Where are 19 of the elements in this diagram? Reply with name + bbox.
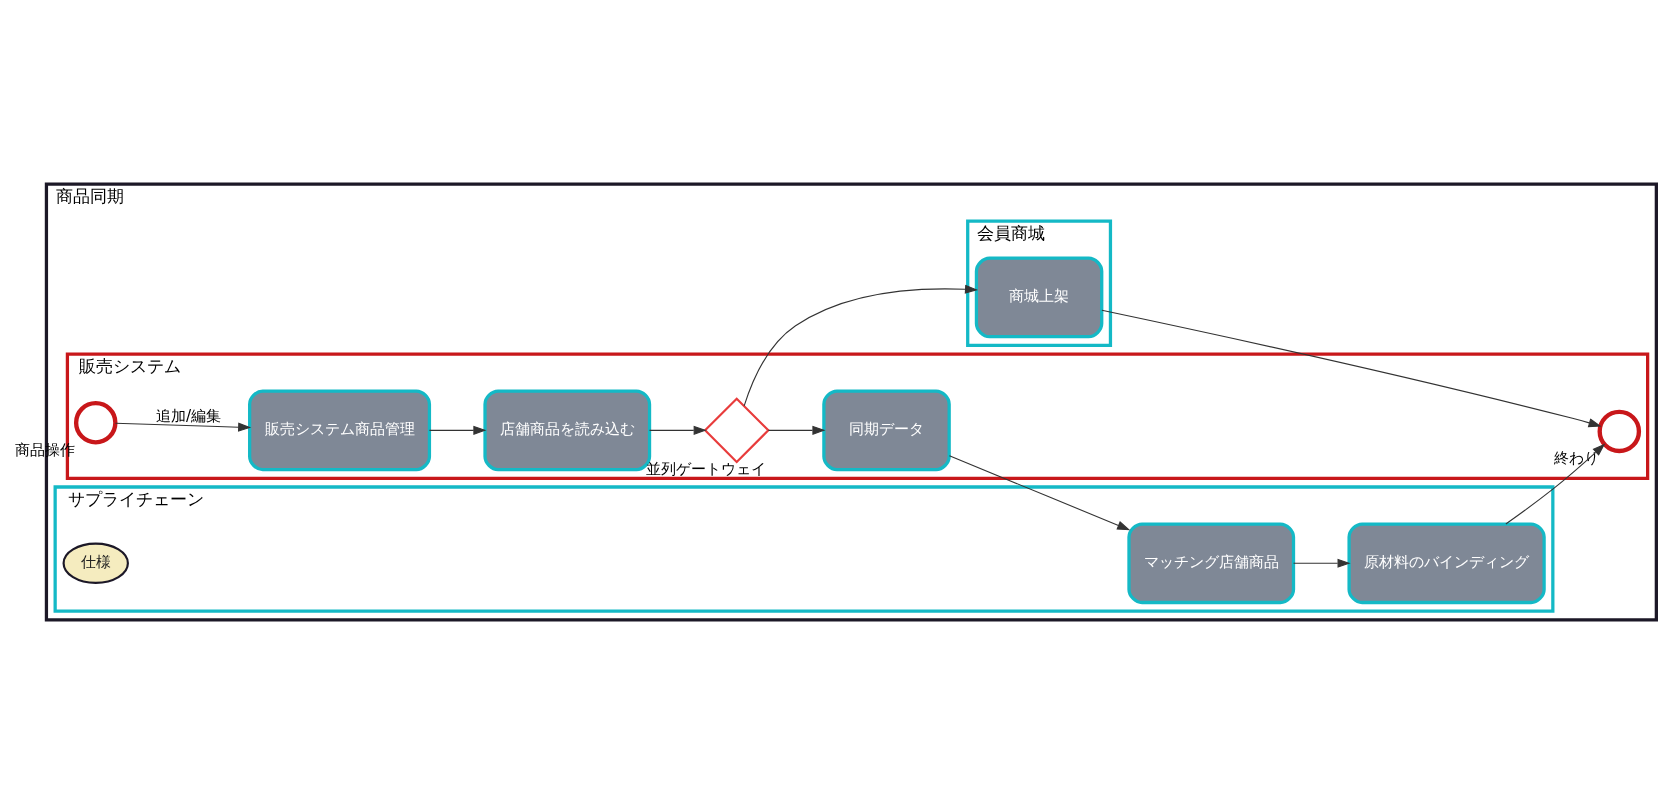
- node-box: 販売システム商品管理: [248, 389, 432, 472]
- edge-label: 追加/編集: [156, 406, 222, 425]
- arrow: [743, 284, 979, 407]
- node-circle: [73, 400, 118, 445]
- arrow: [428, 425, 487, 435]
- node-circle: [1597, 409, 1642, 454]
- node-ellipse: 仕様: [62, 542, 129, 584]
- arrow: [1505, 443, 1606, 525]
- node-box: 同期データ: [822, 389, 951, 472]
- arrow: [1101, 309, 1602, 428]
- node-box: 原材料のバインディング: [1347, 522, 1546, 605]
- arrow: [649, 425, 707, 435]
- arrow: [114, 422, 252, 432]
- node-box: マッチング店舗商品: [1127, 522, 1296, 605]
- arrow: [948, 455, 1131, 531]
- node-diamond: [703, 397, 770, 464]
- node-box: 商城上架: [974, 256, 1104, 339]
- arrow: [767, 425, 826, 435]
- arrow: [1293, 558, 1351, 568]
